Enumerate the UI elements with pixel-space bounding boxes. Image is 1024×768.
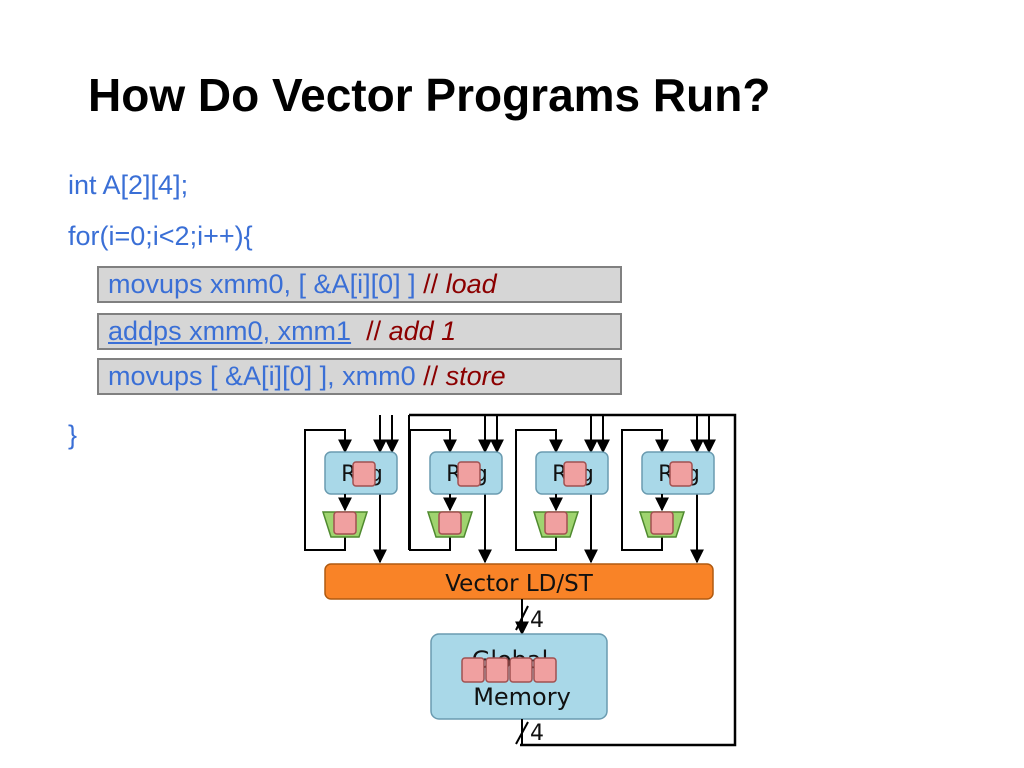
code-line-declaration: int A[2][4]; [68, 170, 189, 200]
load-comment-slashes: // [423, 269, 439, 299]
lane-3-register-chip [563, 461, 587, 487]
lane-1-register-chip [352, 461, 376, 487]
store-return-bus [409, 413, 737, 747]
code-line-closing-brace: } [68, 420, 78, 450]
bus-width-slash-bottom [515, 721, 529, 745]
lane-4-register-chip [669, 461, 693, 487]
memory-chip-4 [533, 657, 557, 683]
code-line-for-loop: for(i=0;i<2;i++){ [68, 221, 253, 251]
code-box-store: movups [ &A[i][0] ], xmm0 // store [97, 358, 622, 395]
add-comment: add 1 [388, 316, 457, 346]
load-comment: load [445, 269, 497, 299]
vector-ldst-unit [324, 563, 714, 600]
add-comment-slashes: // [366, 316, 382, 346]
memory-data-chips [461, 657, 557, 683]
lane-2-register-chip [457, 461, 481, 487]
store-instruction: movups [ &A[i][0] ], xmm0 [108, 361, 416, 391]
lane-2-alu-chip [438, 511, 462, 535]
memory-chip-3 [509, 657, 533, 683]
lane-3-writeback-loop [515, 429, 563, 551]
lane-1-alu-chip [333, 511, 357, 535]
memory-chip-1 [461, 657, 485, 683]
load-instruction: movups xmm0, [ &A[i][0] ] [108, 269, 416, 299]
lane-4-writeback-loop [621, 429, 669, 551]
code-box-load: movups xmm0, [ &A[i][0] ] // load [97, 266, 622, 303]
global-memory-label-bottom: Memory [473, 683, 571, 711]
bus-width-slash-top [515, 605, 529, 631]
code-box-add: addps xmm0, xmm1 // add 1 [97, 313, 622, 350]
bus-width-bottom: 4 [530, 721, 544, 746]
store-comment: store [445, 361, 506, 391]
lane-1-writeback-loop [304, 429, 352, 551]
memory-chip-2 [485, 657, 509, 683]
slide-title: How Do Vector Programs Run? [88, 69, 771, 121]
vector-ldst-label: Vector LD/ST [445, 571, 593, 597]
store-comment-slashes: // [423, 361, 439, 391]
bus-width-top: 4 [530, 608, 544, 633]
lane-2-writeback-loop [409, 429, 457, 551]
lane-3-alu-chip [544, 511, 568, 535]
add-instruction: addps xmm0, xmm1 [108, 316, 352, 346]
lane-4-alu-chip [650, 511, 674, 535]
